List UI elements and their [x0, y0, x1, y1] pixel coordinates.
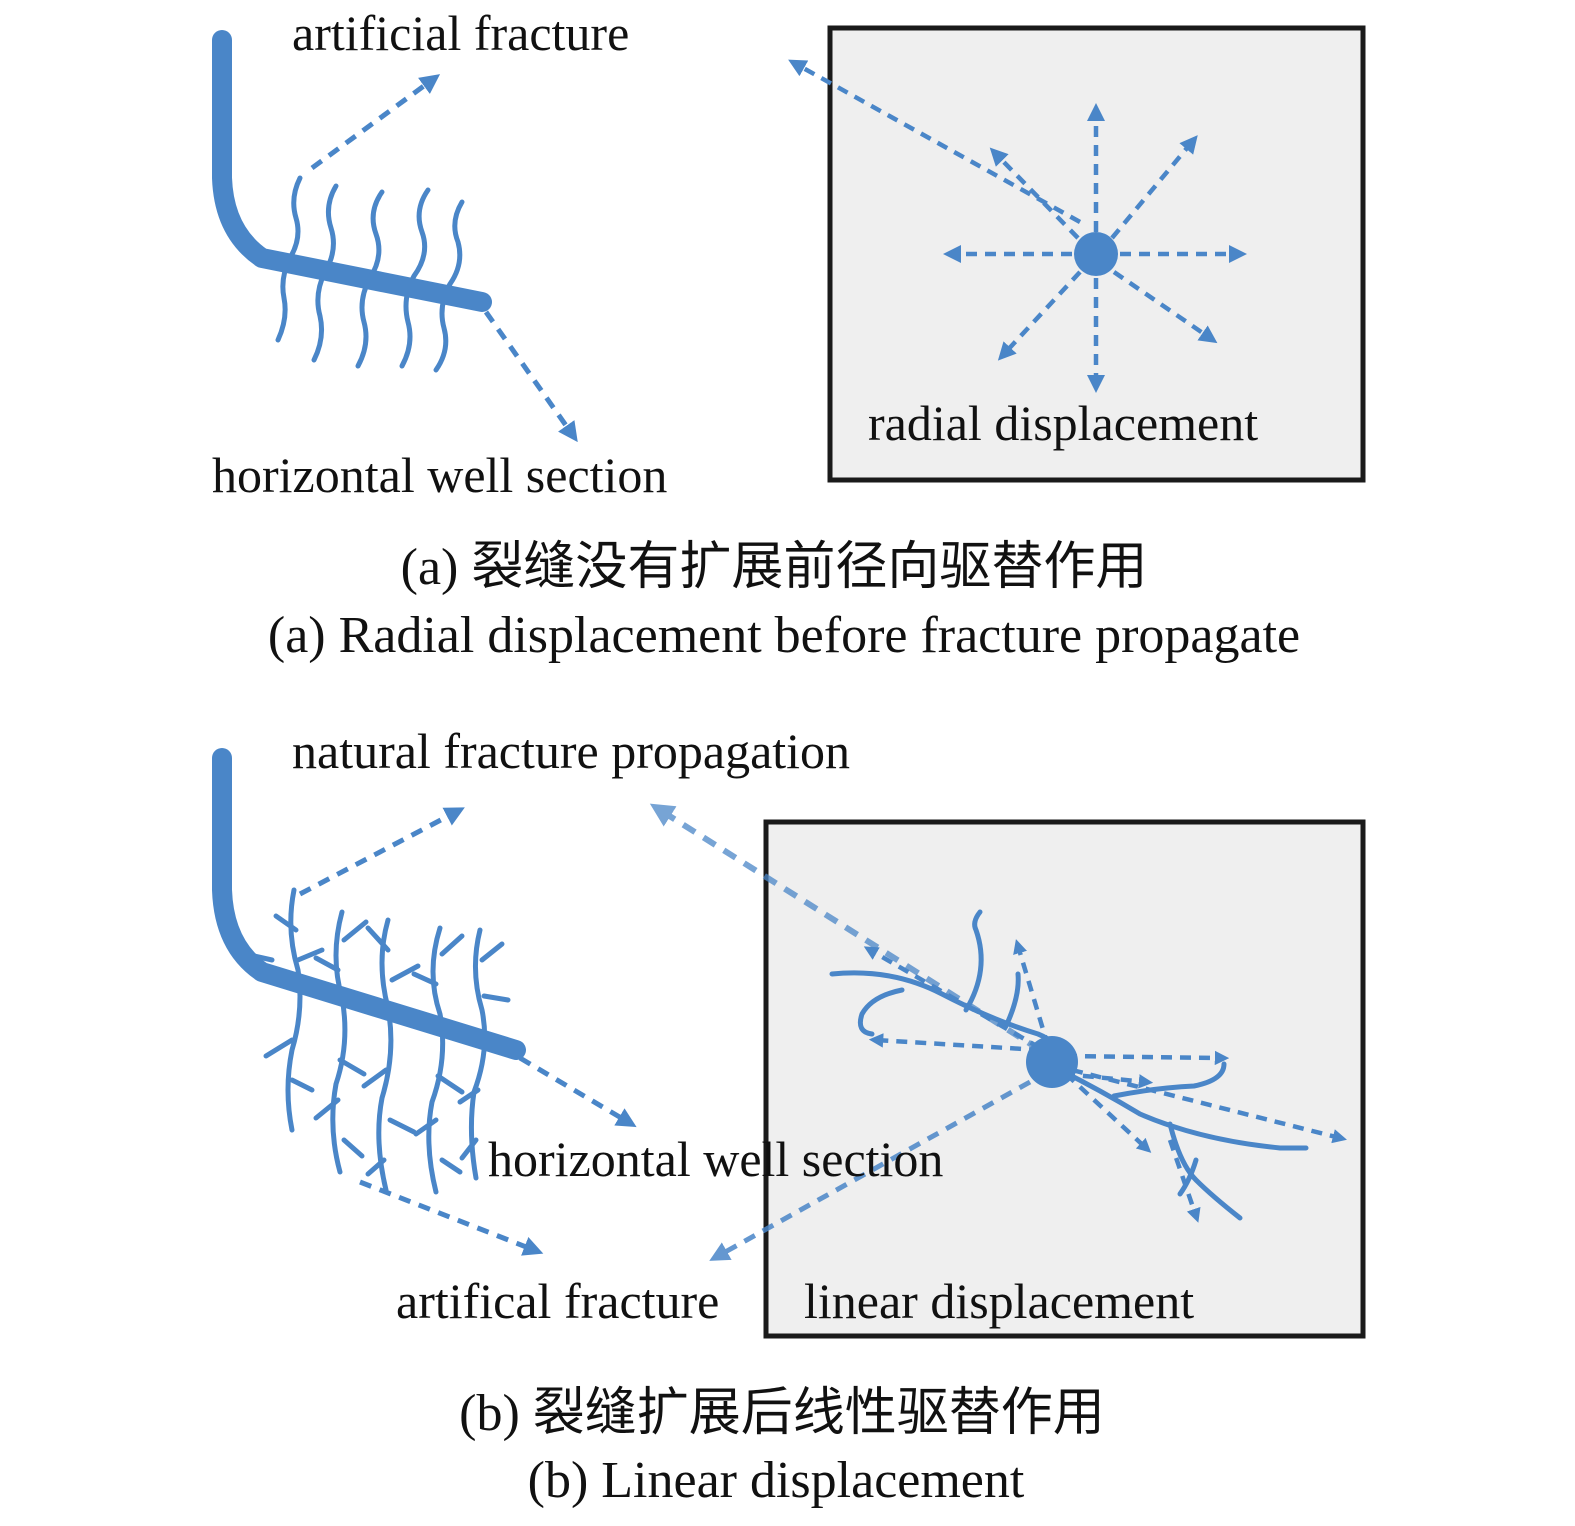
label-radial-displacement: radial displacement [868, 395, 1258, 451]
panel-a: artificial fracture horizontal well sect… [212, 5, 1366, 664]
horizontal-well-a [212, 30, 492, 312]
natural-fractures-b [251, 887, 511, 1195]
well-point-a [1074, 232, 1118, 276]
label-natural-fracture-propagation: natural fracture propagation [292, 723, 850, 779]
artificial-fractures-a [275, 175, 465, 373]
radial-arrows [788, 59, 1247, 393]
arrow-lower-left-b [709, 1079, 1032, 1261]
arrow-well-end-a [483, 310, 578, 443]
linear-arrows [863, 939, 1347, 1223]
arrow-well-end-b [518, 1055, 637, 1128]
label-linear-displacement: linear displacement [804, 1273, 1194, 1329]
label-artificial-fracture-a: artificial fracture [292, 5, 629, 61]
horizontal-well-b [212, 748, 526, 1060]
linear-fracture [829, 909, 1309, 1221]
arrow-artificial-fracture-a [310, 74, 441, 171]
panel-b: natural fracture propagation horizontal … [212, 723, 1366, 1509]
label-artifical-fracture-b: artifical fracture [396, 1273, 719, 1329]
caption-b-en: (b) Linear displacement [528, 1452, 1025, 1509]
label-horizontal-well-a: horizontal well section [212, 447, 667, 503]
caption-a-cn: (a) 裂缝没有扩展前径向驱替作用 [401, 539, 1148, 596]
caption-a-en: (a) Radial displacement before fracture … [268, 607, 1300, 664]
label-horizontal-well-b: horizontal well section [488, 1131, 943, 1187]
arrow-natural-fracture-b [298, 807, 465, 897]
arrow-artifical-fracture-b [359, 1179, 544, 1256]
caption-b-cn: (b) 裂缝扩展后线性驱替作用 [459, 1385, 1105, 1442]
well-point-b [1026, 1036, 1078, 1088]
